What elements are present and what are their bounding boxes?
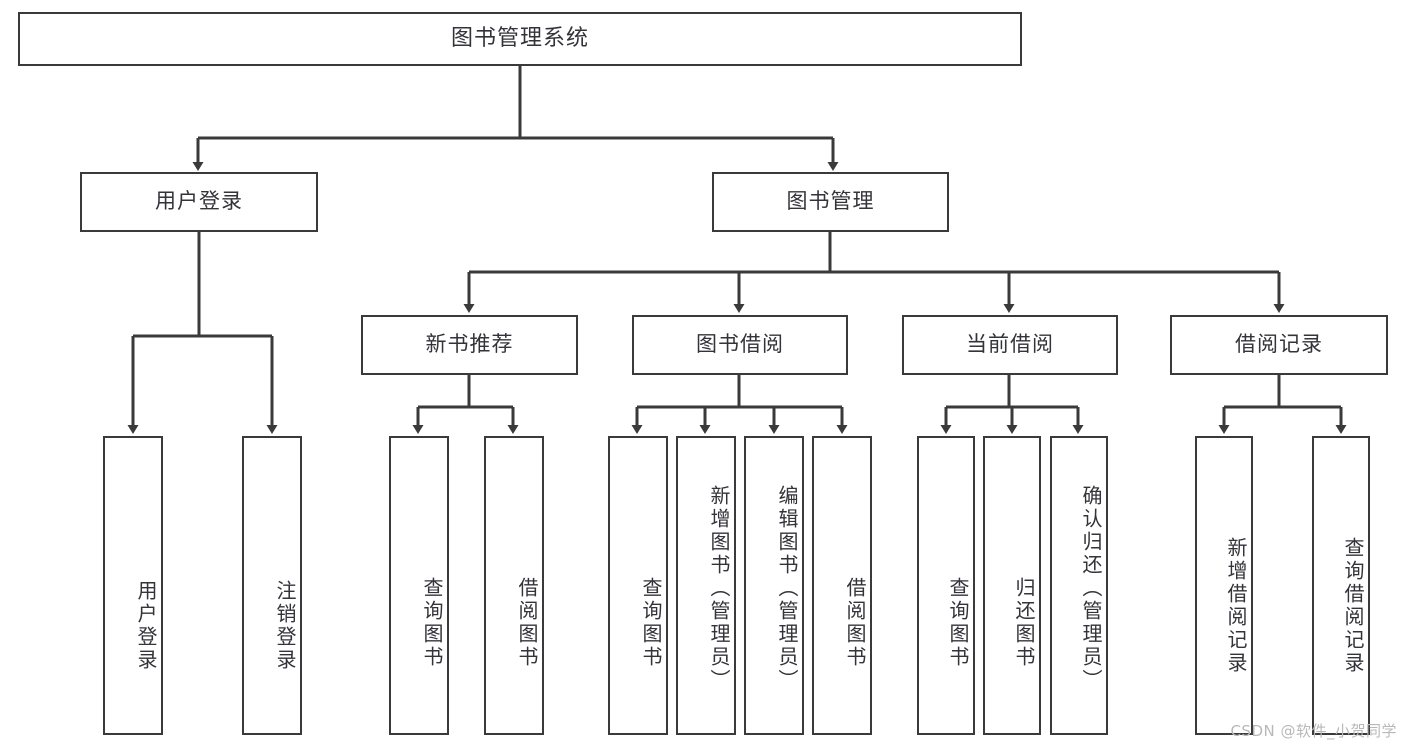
leaf-new-book-query-book[interactable]: 查询图书 [389,436,449,735]
node-root-book-management-system[interactable]: 图书管理系统 [18,12,1022,66]
leaf-book-borrow-add-book-admin[interactable]: 新增图书（管理员） [676,436,736,735]
node-label: 归还图书 [1012,576,1036,669]
leaf-book-borrow-query-book[interactable]: 查询图书 [608,436,668,735]
node-current-borrow[interactable]: 当前借阅 [902,315,1118,375]
node-label: 图书借阅 [696,332,784,357]
node-label: 图书管理系统 [450,25,589,51]
leaf-user-login-login[interactable]: 用户登录 [103,436,163,735]
node-label: 用户登录 [155,189,243,214]
leaf-current-borrow-confirm-return-admin[interactable]: 确认归还（管理员） [1050,436,1108,735]
csdn-watermark: CSDN @软件_小贺同学 [1230,722,1397,740]
node-label: 新书推荐 [425,332,514,357]
node-user-login[interactable]: 用户登录 [80,172,318,232]
leaf-book-borrow-edit-book-admin[interactable]: 编辑图书（管理员） [744,436,804,735]
node-new-book-recommend[interactable]: 新书推荐 [361,315,578,375]
node-label: 编辑图书（管理员） [775,485,799,692]
leaf-user-login-logout[interactable]: 注销登录 [242,436,302,735]
node-label: 注销登录 [273,579,297,672]
node-label: 新增借阅记录 [1224,536,1248,675]
leaf-borrow-record-query-record[interactable]: 查询借阅记录 [1312,436,1370,735]
leaf-book-borrow-borrow-book[interactable]: 借阅图书 [812,436,872,735]
node-label: 查询图书 [946,576,970,669]
node-label: 借阅图书 [843,576,867,669]
leaf-borrow-record-add-record[interactable]: 新增借阅记录 [1195,436,1253,735]
node-label: 新增图书（管理员） [707,485,731,692]
leaf-current-borrow-query-book[interactable]: 查询图书 [917,436,975,735]
leaf-current-borrow-return-book[interactable]: 归还图书 [983,436,1041,735]
node-book-management[interactable]: 图书管理 [712,172,949,232]
node-label: 确认归还（管理员） [1079,485,1103,692]
node-label: 查询图书 [639,576,663,669]
node-borrow-record[interactable]: 借阅记录 [1170,315,1388,375]
node-label: 用户登录 [134,579,158,672]
node-label: 查询借阅记录 [1341,536,1365,675]
node-label: 当前借阅 [966,332,1054,357]
node-label: 查询图书 [420,576,444,669]
node-label: 借阅图书 [515,576,539,669]
leaf-new-book-borrow-book[interactable]: 借阅图书 [484,436,544,735]
node-label: 图书管理 [786,189,875,214]
node-label: 借阅记录 [1235,332,1323,357]
node-book-borrow[interactable]: 图书借阅 [632,315,848,375]
